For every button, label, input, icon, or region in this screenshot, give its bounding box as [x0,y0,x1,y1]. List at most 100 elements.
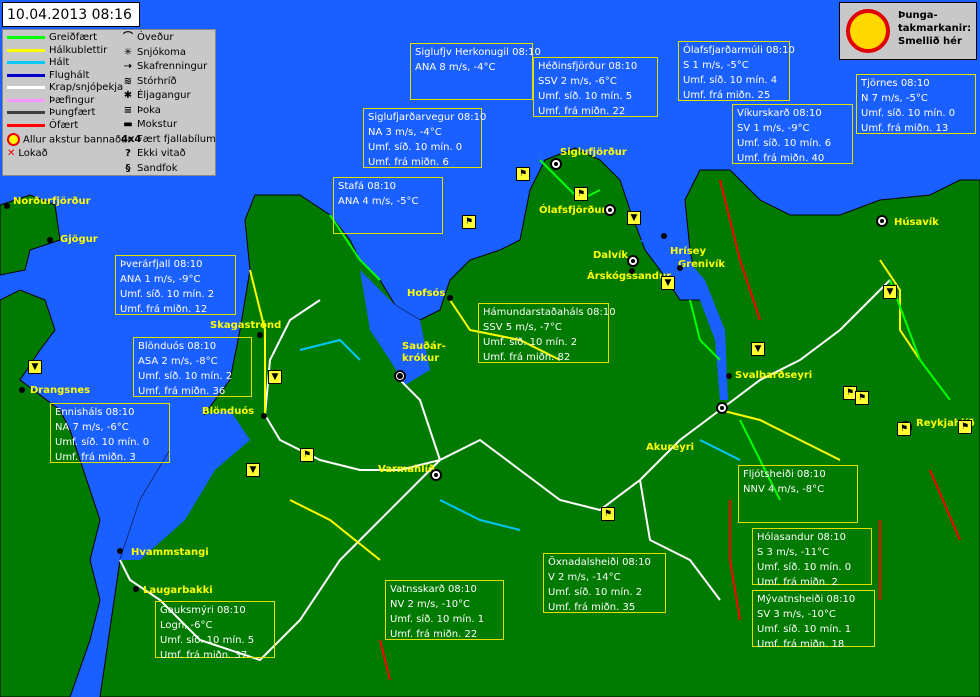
town-marker[interactable] [257,332,263,338]
road-condition-icon[interactable]: ⚑ [462,215,476,229]
weather-symbol-icon: ⌒ [123,32,133,43]
legend-label: Greiðfært [49,32,98,43]
town-label[interactable]: Drangsnes [30,385,91,396]
legend-swatch [7,48,45,52]
legend-label: Þungfært [49,107,96,118]
station-reading: ANA 8 m/s, -4°C [415,62,496,73]
town-label[interactable]: Hvammstangi [131,547,209,558]
road-condition-icon[interactable]: ▼ [28,360,42,374]
legend-line-1: Hálkublettir [3,45,113,57]
town-marker[interactable] [677,265,683,271]
town-marker[interactable] [261,413,267,419]
town-marker[interactable] [133,586,139,592]
town-label[interactable]: Reykjahlíð [916,418,975,429]
road-condition-icon[interactable]: ▼ [883,285,897,299]
road-condition-icon[interactable]: ⚑ [958,420,972,434]
legend-symbol-label: Ekki vitað [137,148,186,159]
town-label[interactable]: Blönduós [202,406,255,417]
road-condition-icon[interactable]: ⚑ [516,167,530,181]
restriction-line-2: takmarkanir: [898,23,972,34]
town-marker[interactable] [661,233,667,239]
legend-swatch [7,36,45,39]
town-label[interactable]: Svalbarðseyri [735,370,813,381]
town-label[interactable]: Varmahlíð [378,464,435,475]
legend-symbol-3: ≋Stórhríð [121,76,215,88]
town-label[interactable]: Norðurfjörður [13,196,91,207]
town-label[interactable]: Grenivík [678,259,726,270]
weather-symbol-icon: ✳ [123,46,133,58]
town-label[interactable]: Akureyri [646,442,695,453]
station-title: Hámundarstaðaháls 08:10 [483,307,616,318]
road-condition-icon[interactable]: ▼ [627,211,641,225]
road-condition-icon[interactable]: ▼ [751,342,765,356]
town-label[interactable]: Laugarbakki [143,585,213,596]
station-reading: Umf. síð. 10 mín. 2 [483,337,578,348]
town-marker[interactable] [550,158,562,170]
town-marker[interactable] [19,387,25,393]
road-condition-icon[interactable]: ▼ [661,276,675,290]
town-marker[interactable] [4,203,10,209]
road-cyan [299,338,741,531]
land-strandir [0,289,101,697]
town-label[interactable]: Hrísey [670,246,706,257]
road-condition-icon[interactable]: ⚑ [574,187,588,201]
legend-closed: Allur akstur bannaður [7,133,132,146]
town-label[interactable]: krókur [402,353,440,364]
town-label[interactable]: Sauðár- [402,341,446,352]
station-reading: Umf. frá miðn. 3 [55,452,136,463]
town-label[interactable]: Árskógssandur [587,271,672,282]
weight-restrictions-button[interactable]: Þunga- takmarkanir: Smellið hér [839,2,977,60]
road-condition-icon[interactable]: ▼ [246,463,260,477]
town-label[interactable]: Siglufjörður [560,147,627,158]
town-marker[interactable] [876,215,888,227]
town-marker[interactable] [627,255,639,267]
town-marker[interactable] [397,373,403,379]
road-condition-icon[interactable]: ⚑ [601,507,615,521]
town-marker[interactable] [447,295,453,301]
town-marker[interactable] [117,548,123,554]
town-marker[interactable] [629,268,635,274]
station-title: Stafá 08:10 [338,181,397,192]
town-label[interactable]: Ólafsfjörður [539,205,607,216]
station-reading: Umf. frá miðn. 13 [861,123,949,134]
station-reading: N 7 m/s, -5°C [861,93,928,104]
road-condition-icon[interactable]: ⚑ [855,391,869,405]
station-title: Siglufjv Herkonugil 08:10 [415,47,541,58]
road-condition-icon[interactable]: ▼ [268,370,282,384]
town-marker[interactable] [604,204,616,216]
town-label[interactable]: Húsavík [894,217,939,228]
town-label[interactable]: Hofsós [407,288,446,299]
town-marker[interactable] [430,469,442,481]
road-condition-icon[interactable]: ⚑ [897,422,911,436]
town-marker[interactable] [47,237,53,243]
station-reading: Umf. síð. 10 mín. 0 [368,142,463,153]
town-label[interactable]: Gjögur [60,234,98,245]
road-condition-icon[interactable]: ⚑ [300,448,314,462]
town-marker[interactable] [726,373,732,379]
town-label[interactable]: Skagaströnd [210,320,282,331]
town-label[interactable]: Dalvík [593,250,629,261]
legend-line-2: Hált [3,57,113,69]
station-reading: SV 1 m/s, -9°C [737,123,810,134]
fjord-eyjafjordur [640,240,728,400]
weather-symbol-icon: ≡ [123,104,133,116]
station-reading: Umf. frá miðn. 22 [390,629,478,640]
town-marker[interactable] [716,402,728,414]
